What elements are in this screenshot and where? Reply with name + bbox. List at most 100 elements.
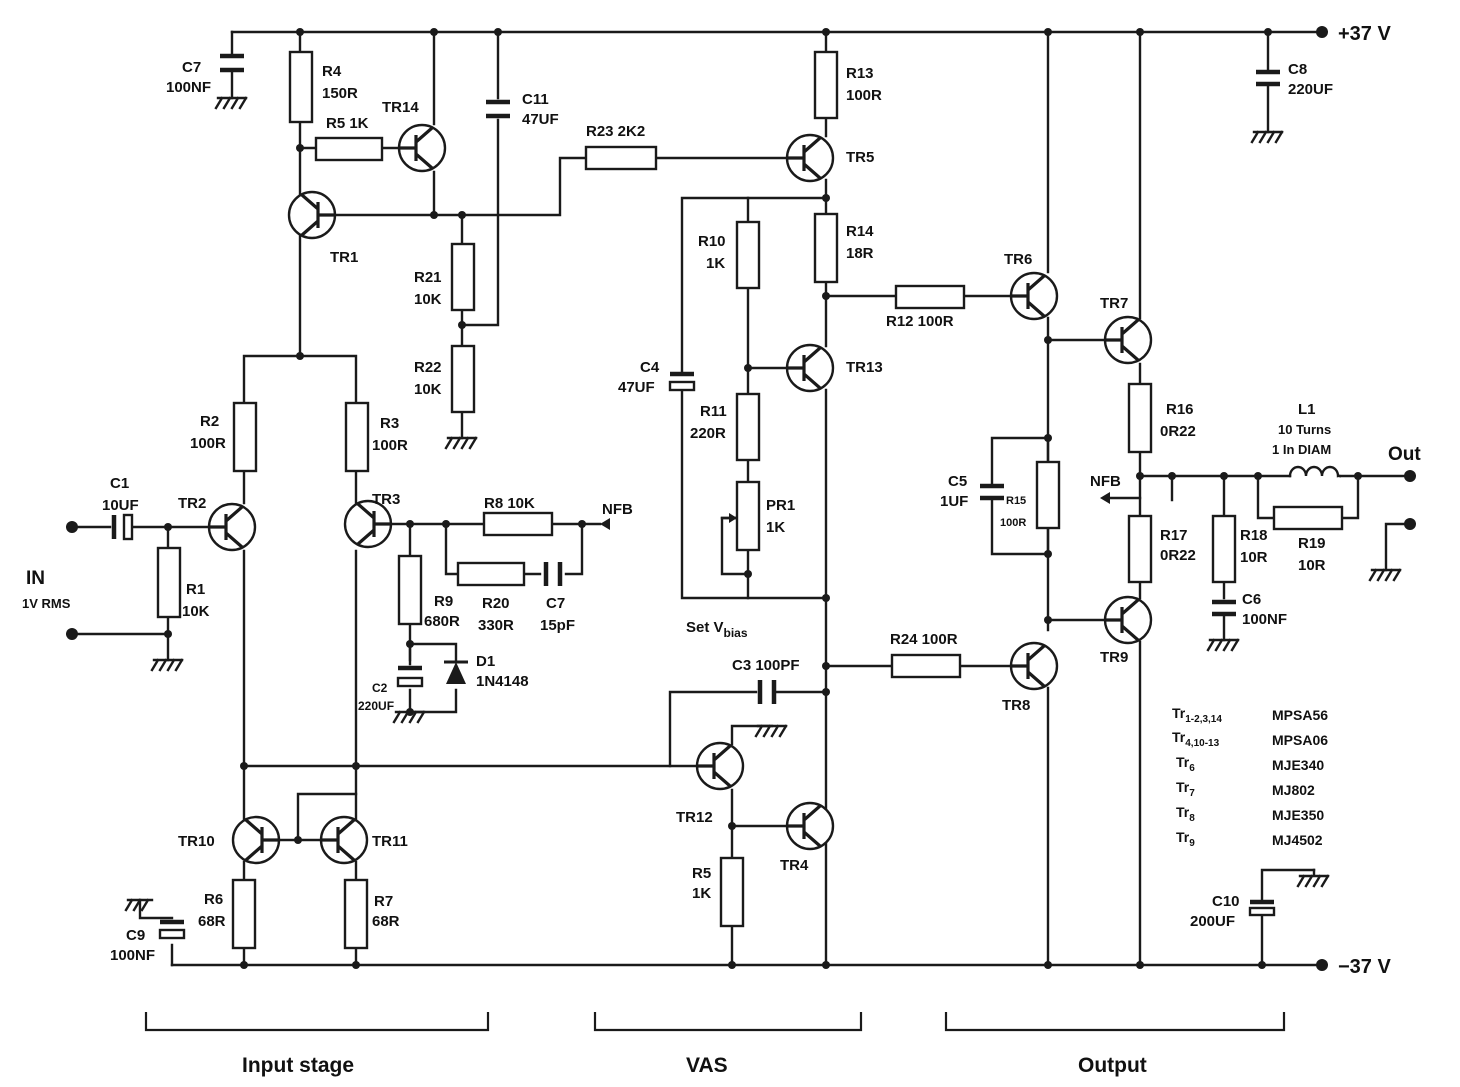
inductor-L1	[1288, 465, 1342, 478]
tr6-label: TR6	[1004, 251, 1032, 268]
r6-name: R6	[204, 891, 223, 908]
diode-D1	[444, 660, 468, 684]
output-ground-terminal	[1404, 518, 1416, 530]
r13-name: R13	[846, 65, 874, 82]
r5-bottom-value: 1K	[692, 885, 711, 902]
capacitor-C7-top	[220, 53, 244, 73]
r19-name: R19	[1298, 535, 1326, 552]
r9-name: R9	[434, 593, 453, 610]
capacitor-C6	[1212, 599, 1236, 617]
r13-value: 100R	[846, 87, 882, 104]
tr10-label: TR10	[178, 833, 215, 850]
c4-name: C4	[640, 359, 660, 376]
transistor-tr12	[695, 741, 745, 791]
ground-symbols	[124, 96, 1402, 912]
tr11-label: TR11	[372, 833, 408, 850]
resistor-R5-top	[314, 136, 384, 162]
bracket-vas	[593, 1012, 863, 1032]
capacitor-C1	[111, 513, 134, 541]
r21-name: R21	[414, 269, 442, 286]
resistor-R12	[894, 284, 966, 310]
negative-rail-label: −37 V	[1338, 956, 1391, 978]
l1-line1: 10 Turns	[1278, 422, 1331, 437]
tr13-label: TR13	[846, 359, 883, 376]
output-terminal	[1404, 470, 1416, 482]
c7-top-name: C7	[182, 59, 201, 76]
transistor-tr10	[231, 815, 281, 865]
resistor-R16	[1127, 382, 1153, 454]
l1-line2: 1 In DIAM	[1272, 442, 1331, 457]
resistor-R7	[343, 878, 369, 950]
tr2-label: TR2	[178, 495, 206, 512]
section-brackets	[144, 1012, 1286, 1032]
r7-name: R7	[374, 893, 393, 910]
tr7-label: TR7	[1100, 295, 1128, 312]
section-label-output: Output	[1078, 1054, 1147, 1077]
labels: +37 V −37 V Input stage VAS Output IN 1V…	[22, 23, 1421, 1077]
resistor-R2	[232, 401, 258, 473]
resistor-R13	[813, 50, 839, 120]
input-label: IN	[26, 568, 45, 589]
capacitor-C8	[1256, 69, 1280, 87]
positive-rail-label: +37 V	[1338, 23, 1391, 45]
r15-value: 100R	[1000, 517, 1026, 529]
c11-value: 47UF	[522, 111, 559, 128]
c11-name: C11	[522, 91, 549, 108]
c7-top-value: 100NF	[166, 79, 211, 96]
section-label-vas: VAS	[686, 1054, 728, 1077]
c10-name: C10	[1212, 893, 1240, 910]
c7-bottom-name: C7	[546, 595, 565, 612]
pr1-name: PR1	[766, 497, 795, 514]
capacitor-C4	[668, 371, 696, 392]
resistor-R3	[344, 401, 370, 473]
c2-value: 220UF	[358, 699, 394, 713]
r16-value: 0R22	[1160, 423, 1196, 440]
resistor-PR1	[735, 480, 761, 552]
c1-value: 10UF	[102, 497, 139, 514]
tr9-label: TR9	[1100, 649, 1128, 666]
resistor-R20	[456, 561, 526, 587]
r18-value: 10R	[1240, 549, 1268, 566]
input-ground-terminal	[66, 628, 78, 640]
pr1-wiper-arrow	[729, 513, 737, 523]
c8-value: 220UF	[1288, 81, 1333, 98]
positive-rail-terminal	[1316, 26, 1328, 38]
nfb-label-mid: NFB	[1090, 473, 1121, 490]
r17-name: R17	[1160, 527, 1188, 544]
parts-row-3-id: Tr6	[1176, 754, 1195, 774]
resistor-R4	[288, 50, 314, 124]
resistor-R15	[1035, 460, 1061, 530]
r3-value: 100R	[372, 437, 408, 454]
capacitor-C10	[1248, 899, 1276, 917]
tr4-label: TR4	[780, 857, 809, 874]
bracket-input-stage	[144, 1012, 490, 1032]
r20-value: 330R	[478, 617, 514, 634]
capacitor-C5	[980, 483, 1004, 501]
transistor-tr8	[1009, 641, 1059, 691]
resistor-R14	[813, 212, 839, 284]
r8-label: R8 10K	[484, 495, 535, 512]
resistor-R23	[584, 145, 658, 171]
capacitor-C9	[158, 919, 186, 940]
parts-row-4-part: MJ802	[1272, 782, 1315, 798]
wiring	[70, 30, 1412, 967]
r1-name: R1	[186, 581, 205, 598]
resistor-R11	[735, 392, 761, 462]
r18-name: R18	[1240, 527, 1268, 544]
resistor-R10	[735, 220, 761, 290]
transistor-tr6	[1009, 271, 1059, 321]
r21-value: 10K	[414, 291, 442, 308]
r7-value: 68R	[372, 913, 400, 930]
resistor-R17	[1127, 514, 1153, 584]
nfb-label-top: NFB	[602, 501, 633, 518]
r11-name: R11	[700, 403, 727, 420]
r4-name: R4	[322, 63, 342, 80]
transistor-tr1	[287, 190, 337, 240]
input-level-label: 1V RMS	[22, 596, 71, 611]
transistor-tr2	[207, 502, 257, 552]
junction-dots	[164, 28, 1362, 969]
bracket-output	[944, 1012, 1286, 1032]
parts-row-6-part: MJ4502	[1272, 832, 1323, 848]
pr1-value: 1K	[766, 519, 785, 536]
r22-name: R22	[414, 359, 442, 376]
